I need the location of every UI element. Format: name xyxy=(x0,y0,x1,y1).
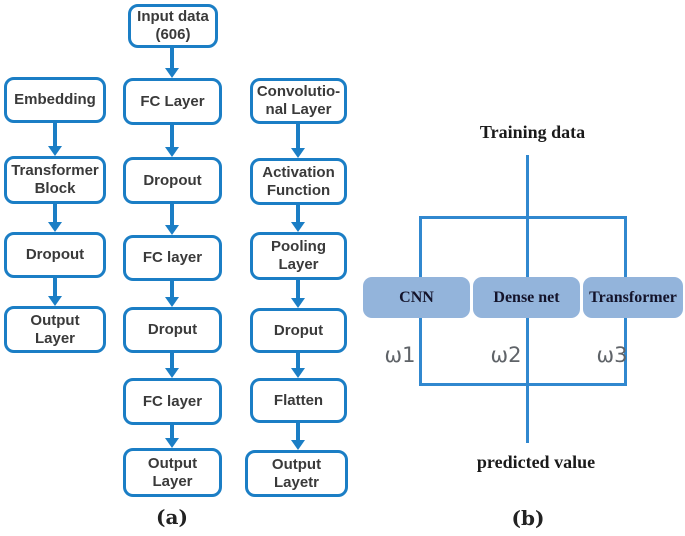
arrow-down-icon xyxy=(48,278,62,306)
arrow-down-icon xyxy=(165,204,179,235)
arrow-down-icon xyxy=(48,204,62,232)
connector-line-top xyxy=(419,216,627,219)
model-box-cnn: CNN xyxy=(363,277,470,318)
flow-box-activation-function: Activation Function xyxy=(250,158,347,205)
flow-box-dropout-1: Dropout xyxy=(4,232,106,278)
flow-box-flatten: Flatten xyxy=(250,378,347,423)
arrow-down-icon xyxy=(165,425,179,448)
flow-box-convolutional-layer: Convolutio- nal Layer xyxy=(250,78,347,124)
arrow-down-icon xyxy=(165,353,179,378)
caption-b: (b) xyxy=(511,506,545,530)
model-box-transformer: Transformer xyxy=(583,277,683,318)
flow-box-fc-layer-1: FC Layer xyxy=(123,78,222,125)
flow-box-output-layer-2: Output Layer xyxy=(123,448,222,497)
flow-box-transformer-block: Transformer Block xyxy=(4,156,106,204)
arrow-down-icon xyxy=(291,205,305,232)
flow-box-input-data: Input data (606) xyxy=(128,4,218,48)
weight-label-w1: ω1 xyxy=(384,343,416,367)
arrow-down-icon xyxy=(291,280,305,308)
flow-box-droput-2: Droput xyxy=(250,308,347,353)
flow-box-fc-layer-2: FC layer xyxy=(123,235,222,281)
arrow-down-icon xyxy=(291,353,305,378)
arrow-down-icon xyxy=(48,123,62,156)
caption-a: (a) xyxy=(156,505,188,529)
arrow-down-icon xyxy=(165,125,179,157)
training-data-label: Training data xyxy=(479,122,586,142)
flow-box-embedding: Embedding xyxy=(4,77,106,123)
connector-line-bottom xyxy=(419,383,627,386)
arrow-down-icon xyxy=(291,124,305,158)
flow-box-droput-1: Droput xyxy=(123,307,222,353)
weight-label-w3: ω3 xyxy=(596,343,628,367)
arrow-down-icon xyxy=(291,423,305,450)
predicted-value-label: predicted value xyxy=(476,452,596,472)
model-box-dense-net: Dense net xyxy=(473,277,580,318)
arrow-down-icon xyxy=(165,281,179,307)
weight-label-w2: ω2 xyxy=(490,343,522,367)
flow-box-pooling-layer: Pooling Layer xyxy=(250,232,347,280)
flow-box-dropout-2: Dropout xyxy=(123,157,222,204)
flow-box-output-layer-1: Output Layer xyxy=(4,306,106,353)
flow-box-fc-layer-3: FC layer xyxy=(123,378,222,425)
flow-box-output-layetr: Output Layetr xyxy=(245,450,348,497)
arrow-down-icon xyxy=(165,48,179,78)
